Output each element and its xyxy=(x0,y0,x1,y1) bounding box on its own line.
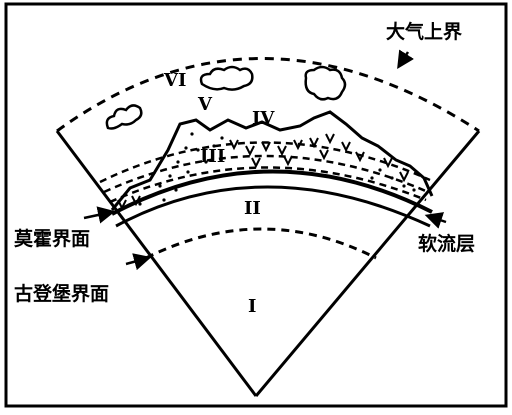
sector-left-edge xyxy=(55,130,258,397)
layer-iv-label: IV xyxy=(252,108,275,129)
layer-ii-label: II xyxy=(244,198,261,219)
atmosphere-arrow xyxy=(397,49,414,69)
layer-iii-label: III xyxy=(200,146,225,167)
outer-frame xyxy=(4,2,508,408)
mountain-outline xyxy=(110,110,434,211)
atmosphere-upper-boundary-line xyxy=(56,57,480,133)
mountain-v-marks xyxy=(117,133,409,211)
asthenosphere-arrow xyxy=(424,212,447,229)
lithosphere-base-line xyxy=(115,185,431,228)
moho-label: 莫霍界面 xyxy=(14,227,90,250)
cloud-icon xyxy=(105,104,143,130)
gutenberg-boundary-line xyxy=(145,227,377,260)
cloud-icon xyxy=(199,65,254,91)
layer-vi-label: VI xyxy=(163,70,186,91)
crust-lower-dashed-line xyxy=(109,166,427,204)
atmosphere-upper-boundary-label: 大气上界 xyxy=(386,20,462,43)
sector-right-edge xyxy=(254,130,481,397)
spacer xyxy=(102,155,434,212)
gutenberg-label: 古登堡界面 xyxy=(14,282,109,305)
mountain-texture xyxy=(138,132,416,206)
cloud-icon xyxy=(304,65,347,101)
cloud-group xyxy=(105,65,347,130)
moho-boundary-line xyxy=(111,169,433,216)
layer-i-label: I xyxy=(248,296,256,317)
asthenosphere-label: 软流层 xyxy=(418,232,475,255)
moho-arrow xyxy=(83,206,116,224)
layer-v-label: V xyxy=(197,94,213,115)
gutenberg-arrow xyxy=(125,253,152,271)
